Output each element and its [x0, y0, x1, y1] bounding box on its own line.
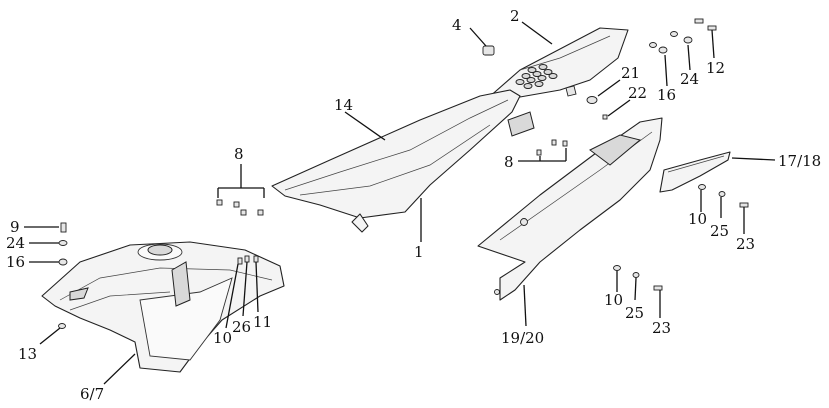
callout-25-bottom: 25: [625, 304, 644, 322]
callout-10-bottom: 10: [604, 291, 623, 309]
left-hardware: [58, 199, 264, 329]
callout-9: 9: [10, 218, 20, 236]
part-side-cap: [659, 151, 731, 193]
callout-13: 13: [18, 345, 37, 363]
callout-2: 2: [510, 7, 520, 25]
callout-8-mid: 8: [504, 153, 514, 171]
callout-19-20: 19/20: [501, 329, 544, 347]
right-hardware: [536, 18, 749, 291]
leader-lines: [24, 21, 776, 385]
part-seat: [271, 89, 535, 233]
part-side-panel: [477, 117, 663, 301]
callout-14: 14: [334, 96, 353, 114]
callout-6-7: 6/7: [80, 385, 104, 403]
callout-24-left: 24: [6, 234, 25, 252]
part-tank-shroud: [41, 241, 285, 373]
callout-10-left: 10: [213, 329, 232, 347]
callout-1: 1: [414, 243, 424, 261]
callout-16-left: 16: [6, 253, 25, 271]
callout-23-right: 23: [736, 235, 755, 253]
part-rear-fender: [487, 27, 629, 99]
callout-10-right: 10: [688, 210, 707, 228]
callout-8-top: 8: [234, 145, 244, 163]
callout-25-right: 25: [710, 222, 729, 240]
callout-16-top: 16: [657, 86, 676, 104]
callout-23-bottom: 23: [652, 319, 671, 337]
callout-labels: 4 2 14 1 21 22 16 24 12 8 8 17/18 10 25 …: [6, 7, 821, 403]
callout-24-top: 24: [680, 70, 699, 88]
callout-26: 26: [232, 318, 251, 336]
callout-4: 4: [452, 16, 462, 34]
callout-17-18: 17/18: [778, 152, 821, 170]
callout-22: 22: [628, 84, 647, 102]
callout-21: 21: [621, 64, 640, 82]
part-nut: [482, 45, 495, 56]
callout-12: 12: [706, 59, 725, 77]
callout-11: 11: [253, 313, 272, 331]
